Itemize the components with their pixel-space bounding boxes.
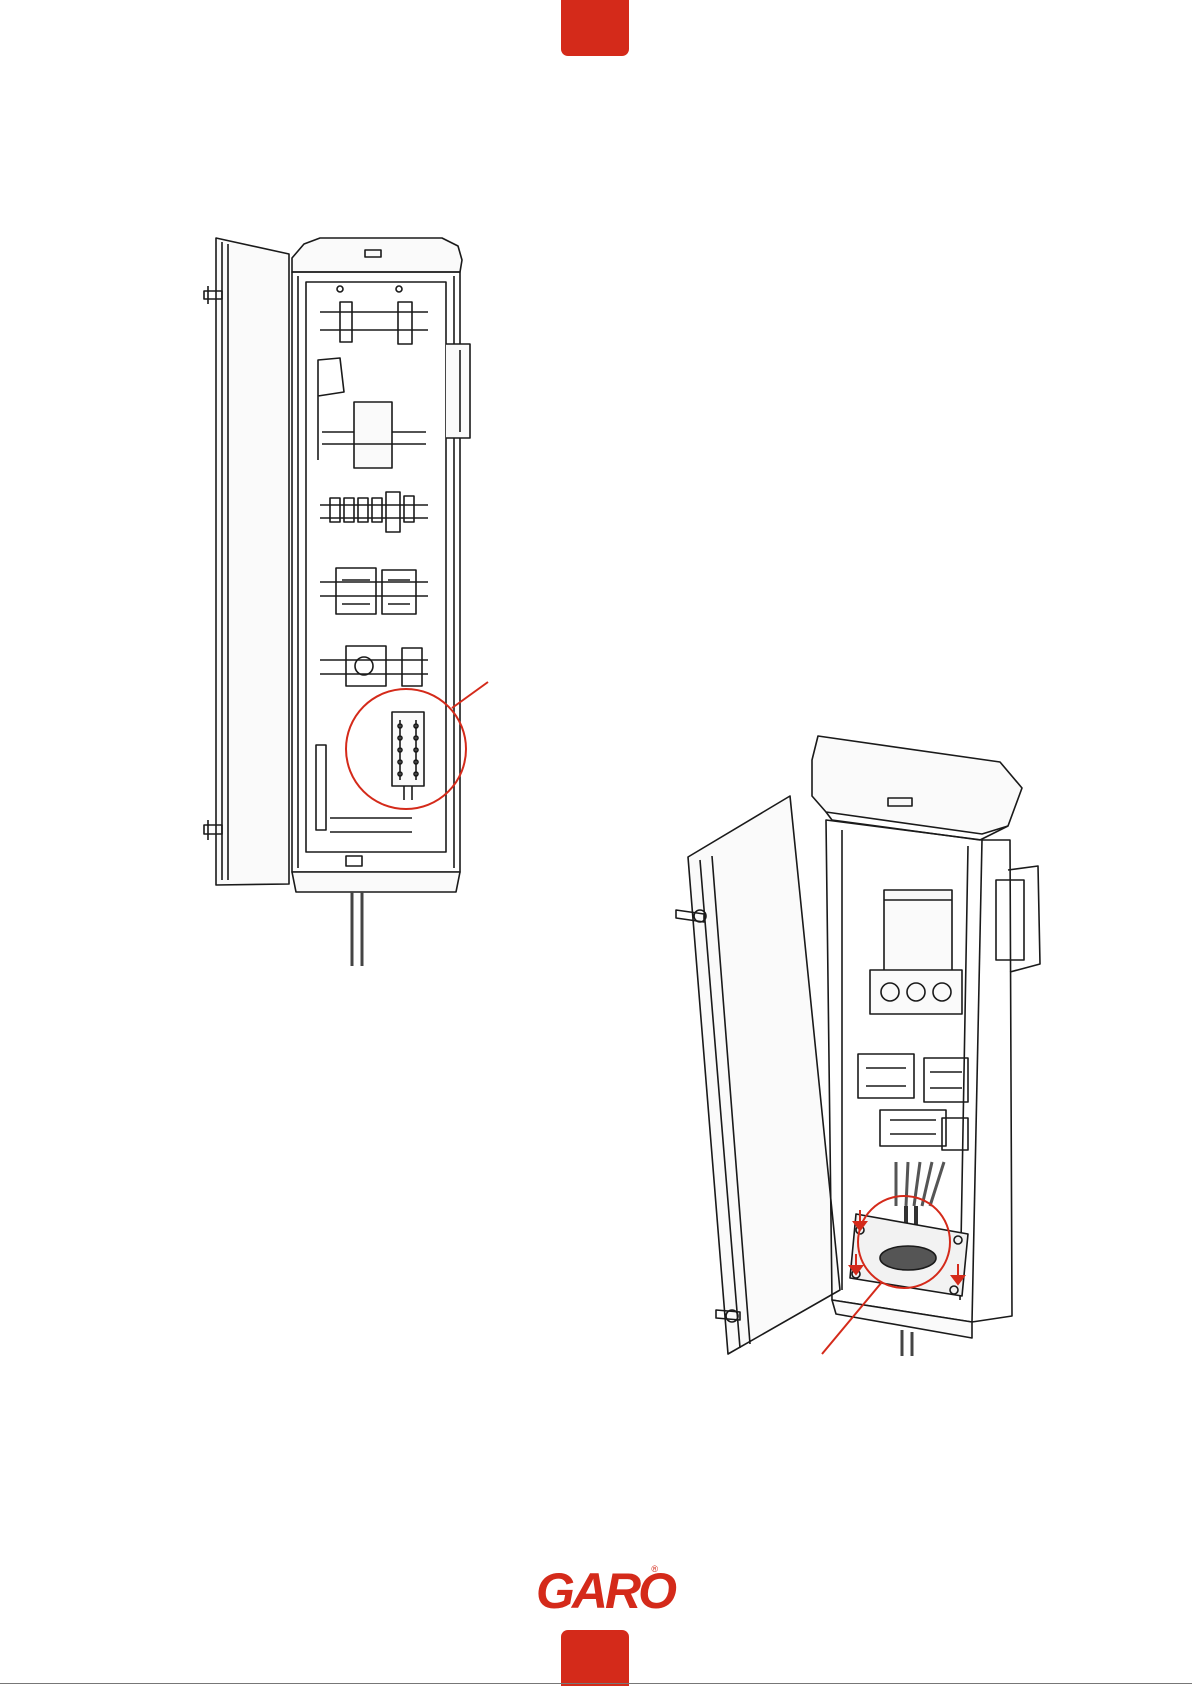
- garo-logo: GARO ®: [536, 1560, 656, 1622]
- garo-logo-text: GARO: [536, 1560, 656, 1622]
- page-tab-bottom: [561, 1630, 629, 1686]
- hood: [812, 736, 1022, 834]
- registered-mark: ®: [651, 1564, 658, 1574]
- bottom-rule: [0, 1683, 1192, 1684]
- door-panel: [688, 796, 840, 1354]
